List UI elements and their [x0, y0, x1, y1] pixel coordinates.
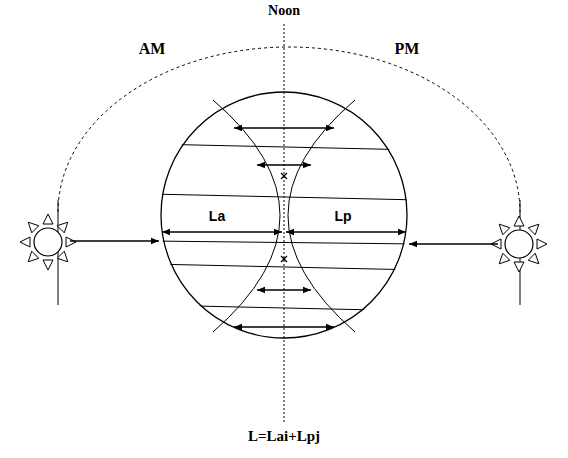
formula-label: L=Lai+Lpj	[246, 428, 322, 445]
sun-ray-arrow	[70, 240, 159, 241]
chords	[150, 144, 420, 311]
earth-circle: La Lp	[160, 91, 408, 339]
sun-path-arc	[58, 47, 520, 212]
noon-label: Noon	[266, 3, 302, 19]
sun-icon	[491, 216, 547, 272]
sun-icon	[20, 214, 76, 270]
length-label: La	[209, 208, 225, 224]
shadow-curve	[288, 100, 355, 332]
circle-outline	[160, 91, 408, 339]
cross-marks	[281, 173, 287, 262]
am-label: AM	[137, 40, 168, 58]
length-label: Lp	[334, 208, 351, 224]
noon-line	[284, 24, 285, 424]
double-arrows	[162, 128, 406, 327]
pm-label: PM	[393, 40, 422, 58]
sun-ray-arrow	[409, 243, 498, 244]
